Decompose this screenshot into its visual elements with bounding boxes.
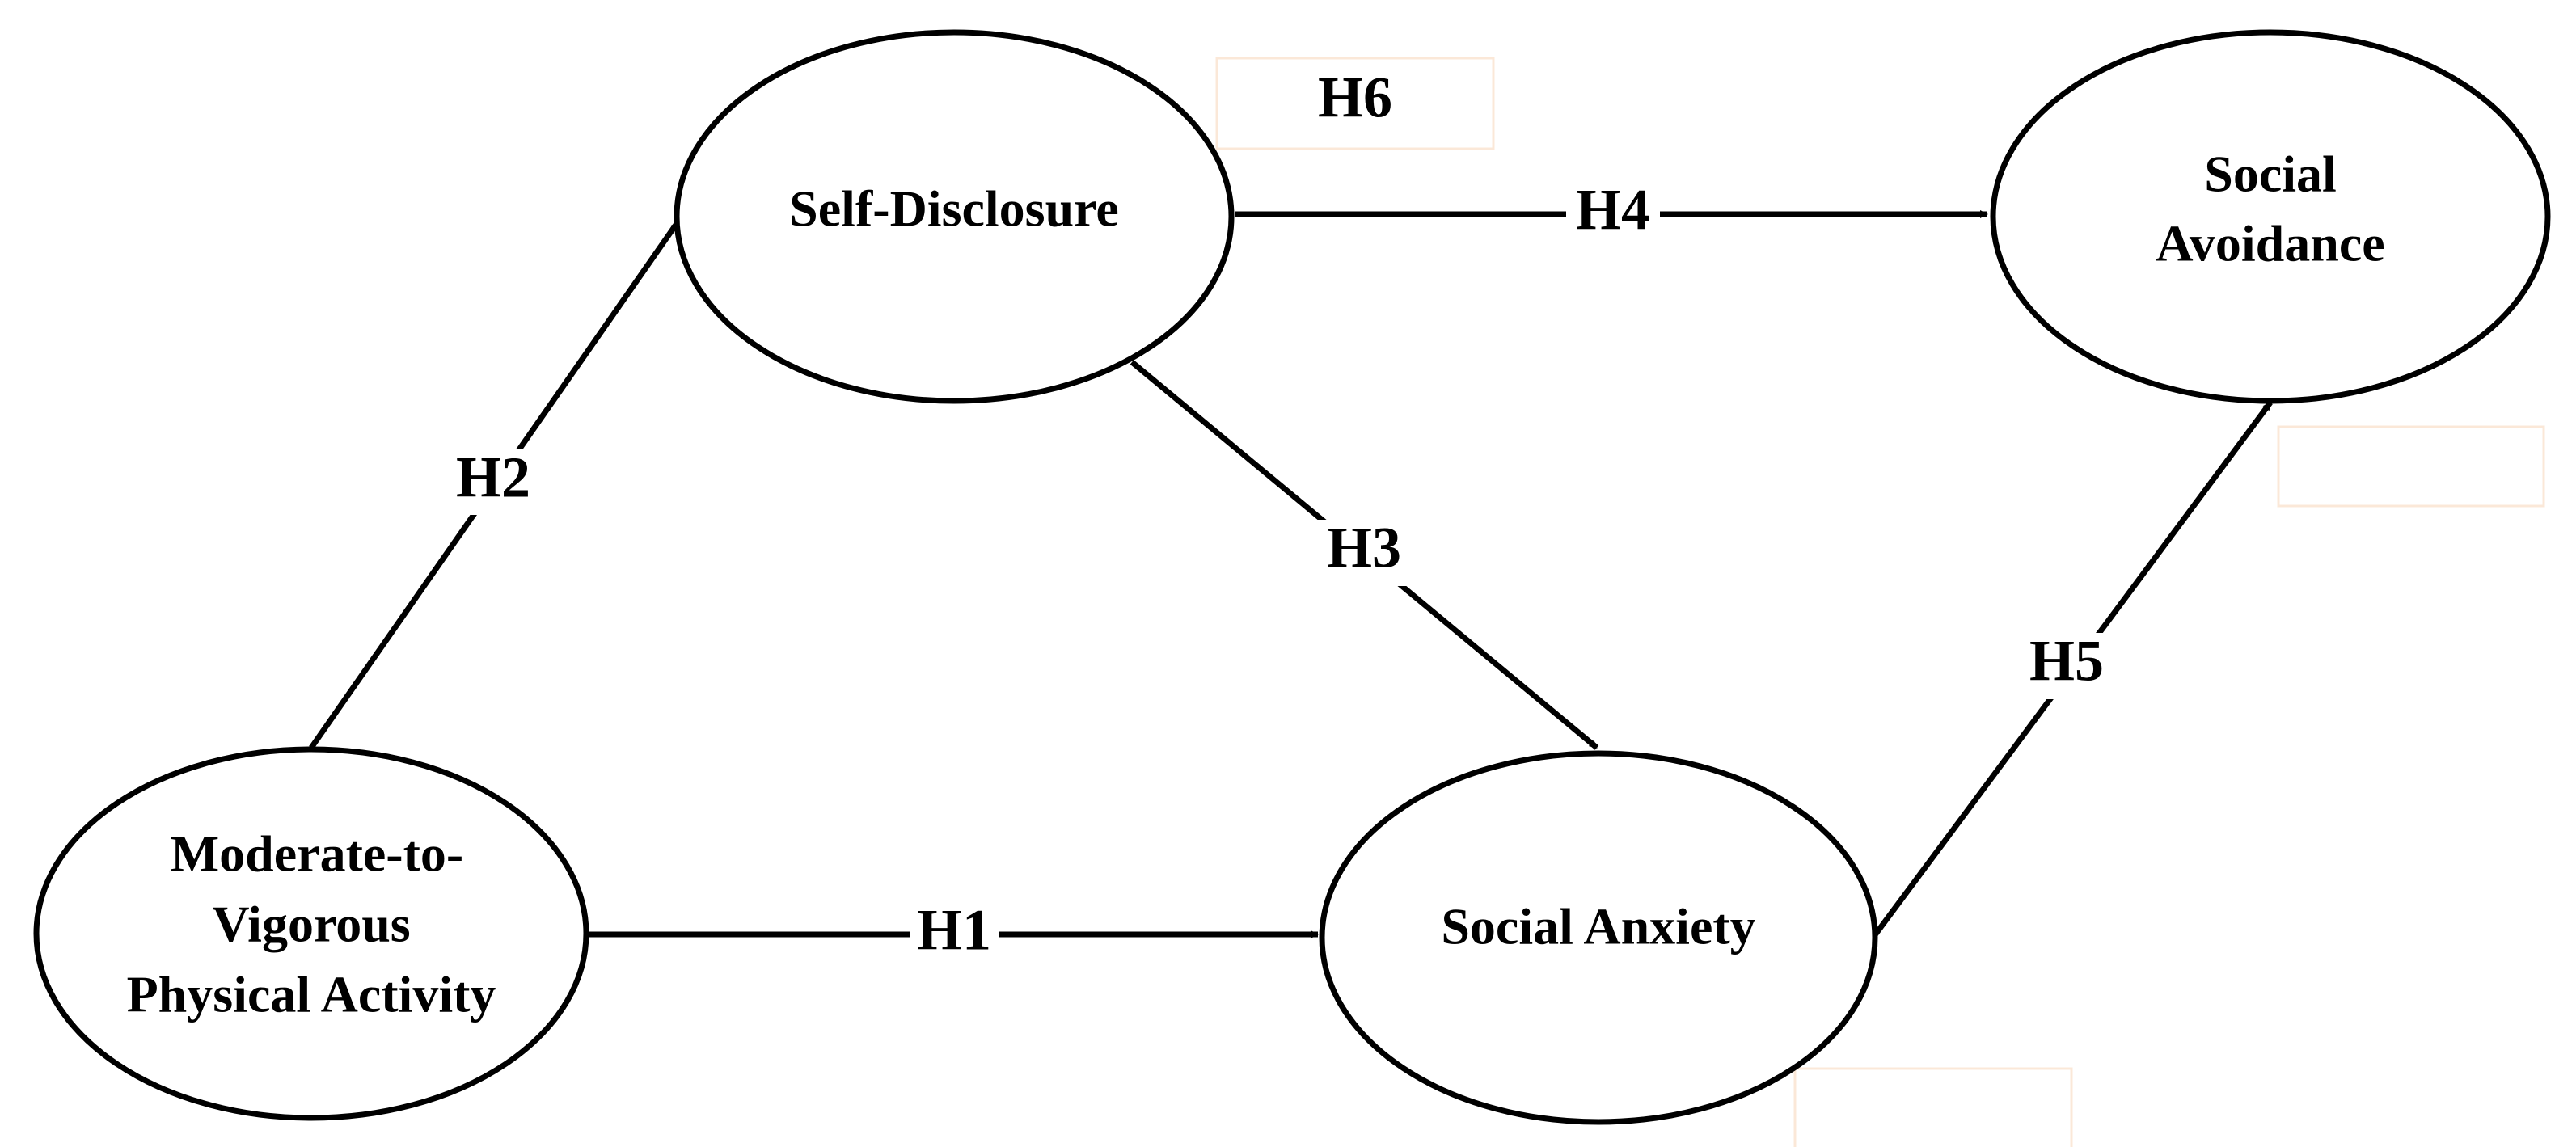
node-mvpa-label-line-2: Vigorous — [212, 896, 410, 953]
node-self-disclosure: Self-Disclosure — [674, 29, 1235, 404]
node-mvpa-label-line-3: Physical Activity — [127, 966, 496, 1023]
node-self-disclosure-ellipse — [674, 29, 1235, 404]
edge-label-h3: H3 — [1327, 516, 1401, 580]
edge-label-h5: H5 — [2029, 629, 2104, 694]
node-mvpa-ellipse — [33, 746, 589, 1121]
node-social-avoidance-ellipse — [1990, 29, 2551, 404]
node-social-anxiety-label: Social Anxiety — [1441, 898, 1755, 955]
node-social-avoidance-label-line-2: Avoidance — [2156, 215, 2384, 272]
node-self-disclosure-label: Self-Disclosure — [789, 180, 1119, 238]
node-mvpa: Moderate-to- Vigorous Physical Activity — [33, 746, 589, 1121]
edges — [309, 210, 2273, 938]
empty-label-box-right — [2277, 425, 2545, 508]
empty-label-box-bottom — [1793, 1067, 2073, 1147]
node-social-anxiety: Social Anxiety — [1319, 750, 1878, 1125]
node-social-avoidance: Social Avoidance — [1990, 29, 2551, 404]
edge-label-h6: H6 — [1318, 65, 1392, 130]
edge-labels: H1 H2 H3 H4 H5 H6 — [446, 65, 2114, 967]
node-social-anxiety-ellipse — [1319, 750, 1878, 1125]
edge-label-h2: H2 — [456, 445, 530, 510]
edge-label-h4: H4 — [1576, 178, 1650, 242]
edge-label-h1: H1 — [917, 898, 991, 963]
empty-label-box-top — [1215, 57, 1495, 150]
node-social-avoidance-label-line-1: Social — [2204, 145, 2337, 203]
node-mvpa-label-line-1: Moderate-to- — [171, 825, 463, 883]
